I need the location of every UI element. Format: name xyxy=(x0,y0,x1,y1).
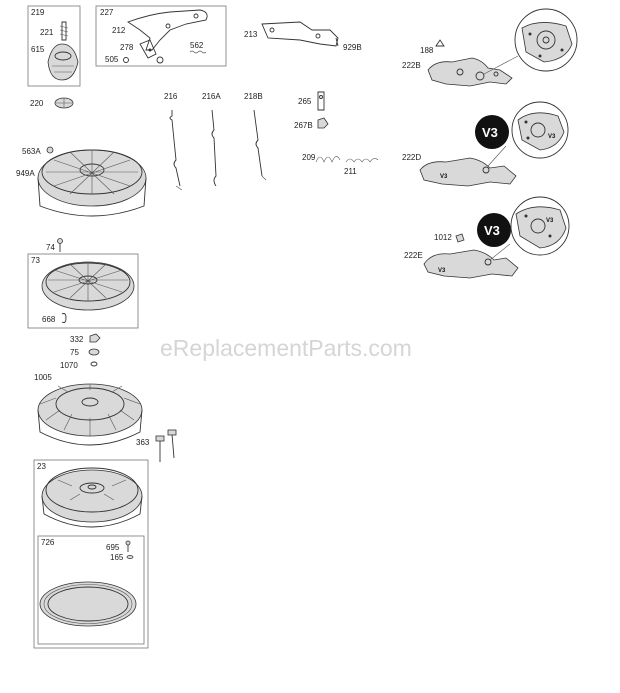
label-23: 23 xyxy=(37,462,46,471)
part-562-spring xyxy=(189,50,207,54)
label-222E: 222E xyxy=(404,251,423,260)
label-563A: 563A xyxy=(22,147,41,156)
label-267B: 267B xyxy=(294,121,313,130)
part-216-link: 216 xyxy=(164,92,183,191)
label-265: 265 xyxy=(298,97,312,106)
part-222D-bracket: 222D V3 xyxy=(402,153,517,187)
part-615-cover xyxy=(47,43,79,81)
label-668: 668 xyxy=(42,315,56,324)
label-278: 278 xyxy=(120,43,134,52)
label-726: 726 xyxy=(41,538,55,547)
part-165-washer xyxy=(126,555,134,559)
v3-badge-222E: V3 xyxy=(477,213,511,247)
v3-badge-222D: V3 xyxy=(475,115,509,149)
part-188: 188 xyxy=(420,39,445,55)
part-278-bracket xyxy=(139,39,157,59)
part-505-screw xyxy=(123,57,129,63)
part-222B-bracket: 222B xyxy=(402,57,513,87)
label-73: 73 xyxy=(31,256,40,265)
group-73-box xyxy=(27,253,139,329)
v3-badge-222E-text: V3 xyxy=(484,223,500,238)
label-562: 562 xyxy=(190,41,204,50)
part-929B: 929B xyxy=(335,37,362,52)
part-1070: 1070 xyxy=(60,361,98,370)
v3-mark-222E: V3 xyxy=(438,268,446,274)
group-219-box xyxy=(27,5,81,87)
group-726-box xyxy=(37,535,145,645)
label-216: 216 xyxy=(164,92,178,101)
v3-mark-222D: V3 xyxy=(440,174,448,180)
label-221: 221 xyxy=(40,28,54,37)
part-949A-screen: 949A xyxy=(16,149,147,217)
part-221-spring xyxy=(59,21,69,41)
label-220: 220 xyxy=(30,99,44,108)
part-218B-link: 218B xyxy=(244,92,267,181)
part-209-spring: 209 xyxy=(302,153,341,163)
part-216A-link: 216A xyxy=(202,92,221,187)
label-363: 363 xyxy=(136,438,150,447)
label-222D: 222D xyxy=(402,153,421,162)
label-165: 165 xyxy=(110,553,124,562)
label-218B: 218B xyxy=(244,92,263,101)
label-212: 212 xyxy=(112,26,126,35)
label-209: 209 xyxy=(302,153,316,162)
v3-badge-222D-text: V3 xyxy=(482,125,498,140)
part-73-screen xyxy=(41,261,135,311)
label-332: 332 xyxy=(70,335,84,344)
label-216A: 216A xyxy=(202,92,221,101)
part-265-plate: 265 xyxy=(298,91,325,111)
part-213-link: 213 xyxy=(244,21,339,47)
group-227-box xyxy=(95,5,227,67)
label-188: 188 xyxy=(420,46,434,55)
label-213: 213 xyxy=(244,30,258,39)
group-219: 219 221 615 xyxy=(27,5,81,87)
part-726-ring-gear xyxy=(39,581,137,627)
label-1070: 1070 xyxy=(60,361,78,370)
part-220: 220 xyxy=(30,97,74,109)
label-615: 615 xyxy=(31,45,45,54)
part-363-bolts: 363 xyxy=(136,429,177,462)
part-563A: 563A xyxy=(22,146,54,156)
group-227: 227 212 278 562 505 xyxy=(95,5,227,67)
detail-circle-222E: V3 xyxy=(489,196,570,261)
group-23-box xyxy=(33,459,149,649)
group-73: 73 668 xyxy=(27,253,139,329)
part-267B-nut: 267B xyxy=(294,117,329,130)
label-1005: 1005 xyxy=(34,373,52,382)
label-219: 219 xyxy=(31,8,45,17)
group-726: 726 695 165 xyxy=(37,535,145,645)
part-1005-fan: 1005 xyxy=(34,373,143,446)
label-211: 211 xyxy=(344,167,357,176)
v3-detail-222D: V3 xyxy=(548,134,556,140)
part-668-clip xyxy=(61,313,67,323)
part-75-washer: 75 xyxy=(70,348,100,357)
label-75: 75 xyxy=(70,348,79,357)
label-949A: 949A xyxy=(16,169,35,178)
label-222B: 222B xyxy=(402,61,421,70)
label-929B: 929B xyxy=(343,43,362,52)
label-227: 227 xyxy=(100,8,114,17)
detail-circle-222D: V3 xyxy=(487,101,569,167)
part-211-spring: 211 xyxy=(344,158,379,176)
label-1012: 1012 xyxy=(434,233,452,242)
v3-detail-222E: V3 xyxy=(546,218,554,224)
part-74-screw: 74 xyxy=(46,238,63,252)
part-detail-small xyxy=(156,56,164,64)
detail-circle-222B xyxy=(483,8,578,75)
part-212-governor-lever xyxy=(127,9,208,51)
label-695: 695 xyxy=(106,543,120,552)
part-332-nut: 332 xyxy=(70,333,101,344)
group-23: 23 726 695 165 xyxy=(33,459,149,649)
watermark: eReplacementParts.com xyxy=(160,335,412,361)
part-695-screw xyxy=(125,540,131,552)
part-23-flywheel xyxy=(41,467,143,528)
label-505: 505 xyxy=(105,55,119,64)
label-74: 74 xyxy=(46,243,55,252)
part-1012: 1012 xyxy=(434,233,465,243)
part-222E-bracket: 222E V3 xyxy=(404,249,519,279)
